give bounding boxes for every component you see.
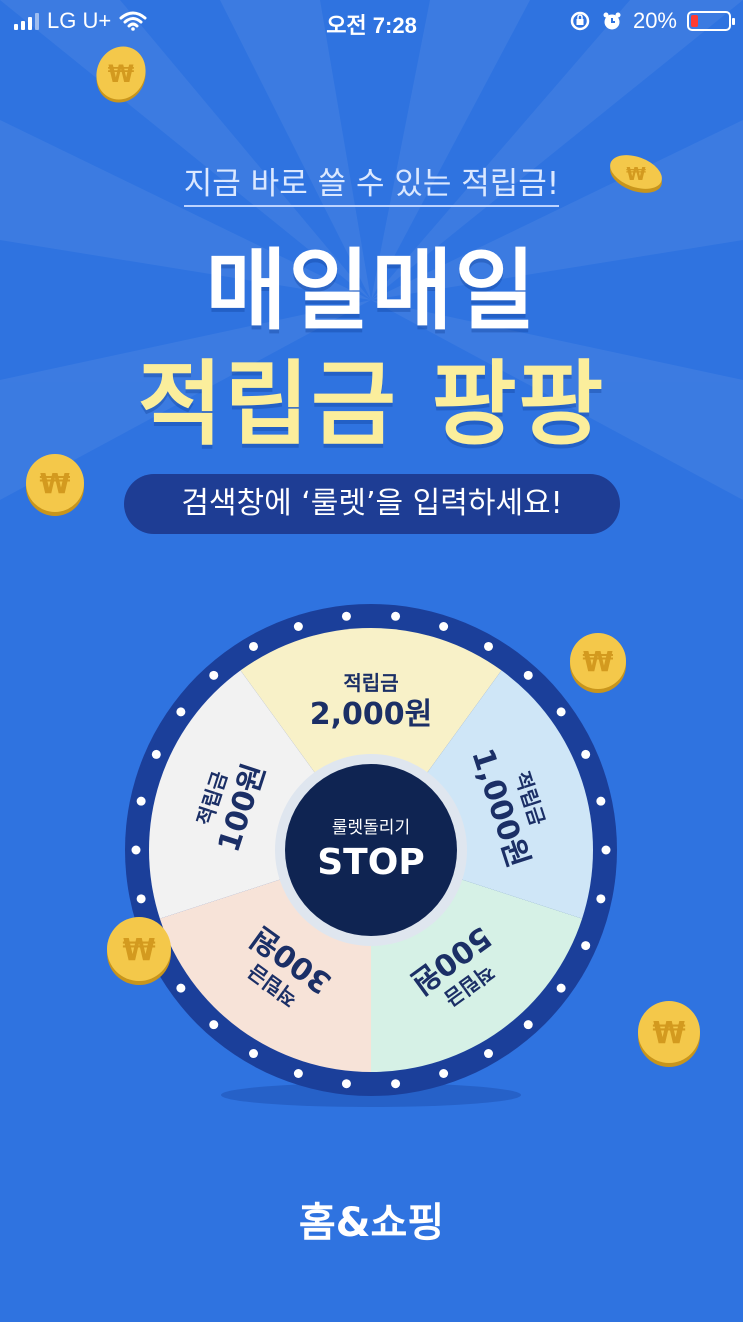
rim-light: [596, 796, 606, 806]
rim-light: [439, 1068, 449, 1078]
brand-logo: 홈&쇼핑: [298, 1200, 445, 1246]
rim-light: [556, 707, 566, 717]
rim-light: [209, 670, 219, 680]
svg-text:₩: ₩: [626, 164, 646, 185]
status-bar: LG U+ 오전 7:28 20%: [0, 0, 743, 40]
signal-icon: [14, 12, 39, 30]
svg-text:₩: ₩: [40, 467, 71, 500]
battery-icon: [687, 11, 735, 31]
promo-title-line1: 매일매일: [205, 239, 538, 342]
rim-light: [523, 670, 533, 680]
coin-icon: ₩: [26, 454, 84, 516]
rim-light: [136, 894, 146, 904]
rim-light: [176, 707, 186, 717]
stop-button[interactable]: [285, 764, 457, 936]
rim-light: [523, 1020, 533, 1030]
svg-text:₩: ₩: [108, 60, 135, 88]
rim-light: [176, 983, 186, 993]
rim-light: [249, 1049, 258, 1059]
rim-light: [484, 641, 493, 651]
carrier-label: LG U+: [47, 8, 112, 33]
svg-text:₩: ₩: [652, 1016, 685, 1051]
coin-icon: ₩: [570, 633, 626, 693]
svg-text:₩: ₩: [583, 645, 614, 678]
promo-subtitle: 지금 바로 쓸 수 있는 적립금!: [0, 158, 743, 207]
wifi-icon: [119, 11, 147, 31]
rotation-lock-icon: [570, 11, 590, 31]
instruction-pill: 검색창에 ‘룰렛’을 입력하세요!: [124, 474, 620, 534]
rim-light: [601, 845, 611, 855]
promo-title-line2: 적립금 팡팡: [137, 351, 606, 458]
rim-light: [293, 1068, 303, 1078]
coin-icon: ₩: [638, 1001, 700, 1067]
rim-light: [556, 983, 566, 993]
battery-percent: 20%: [632, 8, 677, 33]
rim-light: [293, 622, 303, 632]
rim-light: [249, 641, 258, 651]
stop-label[interactable]: STOP: [317, 842, 424, 883]
rim-light: [581, 941, 591, 951]
rim-light: [136, 796, 146, 806]
rim-light: [439, 622, 449, 632]
rim-light: [596, 894, 606, 904]
coin-icon: ₩: [96, 46, 146, 103]
promo-subtitle-text: 지금 바로 쓸 수 있는 적립금!: [183, 166, 560, 207]
coin-icon: ₩: [610, 155, 662, 193]
status-bar-left: LG U+: [14, 8, 147, 34]
rim-light: [151, 749, 161, 759]
status-time: 오전 7:28: [326, 13, 417, 38]
status-bar-right: 20%: [569, 8, 735, 34]
alarm-icon: [603, 12, 621, 30]
rim-light: [341, 1079, 351, 1089]
segment-amount: 2,000원: [310, 697, 433, 732]
battery-level: [691, 15, 699, 27]
rim-light: [391, 611, 401, 621]
segment-name: 적립금: [343, 671, 398, 695]
rim-light: [341, 611, 351, 621]
rim-light: [131, 845, 141, 855]
rim-light: [581, 749, 591, 759]
rim-light: [484, 1049, 493, 1059]
rim-light: [209, 1020, 219, 1030]
wheel-segment: [240, 628, 502, 850]
spin-label: 룰렛돌리기: [332, 818, 410, 838]
coin-icon: ₩: [107, 917, 171, 985]
rim-light: [391, 1079, 401, 1089]
svg-text:₩: ₩: [122, 933, 155, 968]
